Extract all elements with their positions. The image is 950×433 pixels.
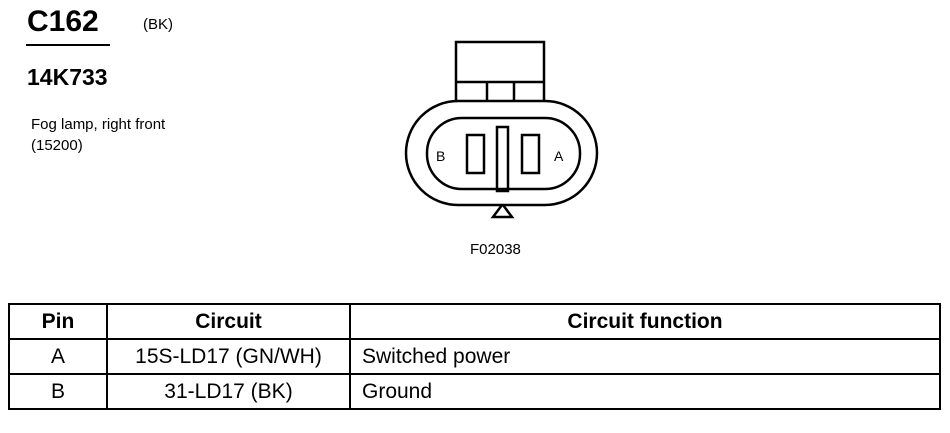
header-circuit: Circuit <box>106 303 351 340</box>
circuit-cell: 15S-LD17 (GN/WH) <box>106 338 351 375</box>
pin-table-header-row: Pin Circuit Circuit function <box>8 303 941 340</box>
header-circuit-function: Circuit function <box>349 303 941 340</box>
pin-cell: A <box>8 338 108 375</box>
pin-cell: B <box>8 373 108 410</box>
circuit-function-cell: Switched power <box>349 338 941 375</box>
connector-face-diagram: B A <box>404 40 599 219</box>
header-pin: Pin <box>8 303 108 340</box>
part-number: 14K733 <box>27 64 108 90</box>
pin-table: Pin Circuit Circuit function A 15S-LD17 … <box>8 303 941 410</box>
locking-tab <box>454 40 546 102</box>
terminal-a <box>520 133 541 175</box>
circuit-function-cell: Ground <box>349 373 941 410</box>
figure-code: F02038 <box>470 241 521 258</box>
connector-color: (BK) <box>143 16 173 33</box>
connector-description: Fog lamp, right front <box>31 116 166 133</box>
pin-label-a: A <box>554 148 564 164</box>
table-row: A 15S-LD17 (GN/WH) Switched power <box>8 338 941 375</box>
polarization-key <box>490 204 515 219</box>
pin-label-b: B <box>436 148 445 164</box>
connector-circuit-reference: (15200) <box>31 137 83 154</box>
connector-id-underline <box>26 44 110 46</box>
terminal-b <box>465 133 486 175</box>
connector-id: C162 <box>27 5 99 38</box>
table-row: B 31-LD17 (BK) Ground <box>8 373 941 410</box>
connector-inner-housing <box>425 116 582 191</box>
circuit-cell: 31-LD17 (BK) <box>106 373 351 410</box>
center-divider-rib <box>495 125 510 193</box>
